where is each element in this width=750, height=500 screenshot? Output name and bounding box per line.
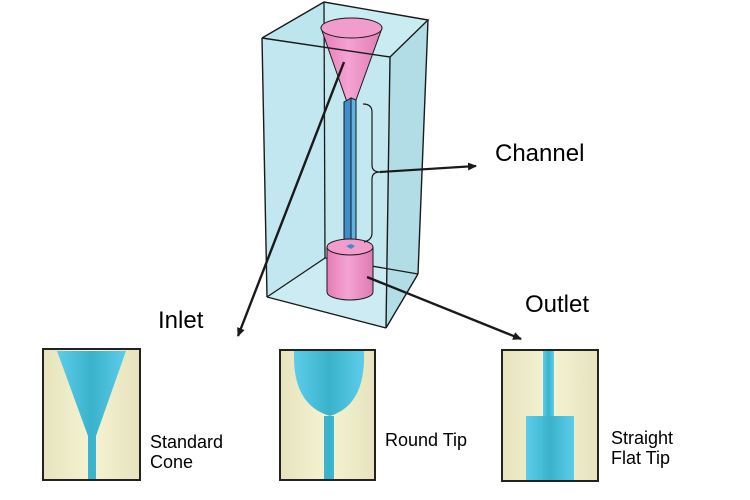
standard-cone-diagram	[42, 348, 141, 481]
round-tip-label: Round Tip	[385, 430, 467, 450]
straight-flat-tip-label-line1: Straight	[611, 428, 674, 448]
outlet-cylinder	[326, 238, 374, 301]
block-right-face	[386, 20, 428, 328]
channel-label: Channel	[495, 140, 585, 167]
outlet-arrow	[366, 275, 522, 341]
inlet-label: Inlet	[158, 307, 204, 334]
channel-tube	[343, 97, 357, 253]
block-edges	[261, 1, 430, 329]
inlet-arrow	[236, 61, 346, 337]
standard-cone-label: Standard Cone	[150, 432, 223, 472]
standard-cone-label-line2: Cone	[150, 452, 194, 473]
round-tip-label-line1: Round Tip	[385, 430, 468, 450]
round-tip-diagram	[279, 349, 376, 481]
standard-cone-label-line1: Standard	[150, 432, 224, 452]
channel-arrow	[379, 162, 477, 174]
straight-flat-tip-label: Straight Flat Tip	[611, 428, 673, 468]
straight-flat-tip-label-line2: Flat Tip	[611, 448, 671, 469]
straight-flat-tip-diagram	[501, 349, 599, 482]
outlet-label: Outlet	[525, 291, 590, 318]
